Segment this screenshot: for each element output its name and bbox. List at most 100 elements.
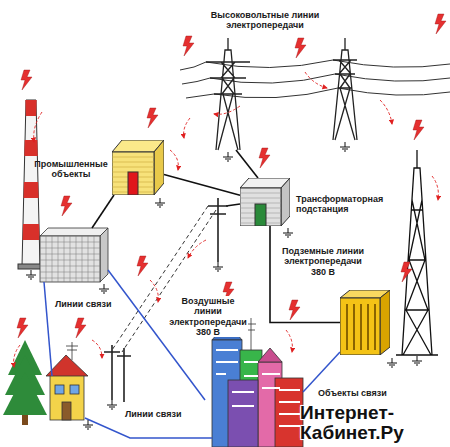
lightning-bolt xyxy=(17,14,446,338)
power-wire xyxy=(92,195,114,228)
city-buildings xyxy=(258,348,282,362)
ground-symbol xyxy=(83,420,93,429)
comm-box xyxy=(40,236,100,282)
house xyxy=(70,385,79,394)
ground-symbol xyxy=(107,400,117,409)
chimney xyxy=(23,224,40,240)
house xyxy=(55,385,64,394)
current-arrow xyxy=(34,112,42,142)
ground-symbol xyxy=(155,198,165,207)
power-wire xyxy=(236,150,258,178)
tree xyxy=(3,372,47,415)
current-arrow xyxy=(184,118,190,138)
chimney xyxy=(25,100,36,116)
lightning-bolt xyxy=(401,262,412,282)
ground-symbol xyxy=(340,142,350,151)
power-wire xyxy=(92,150,258,228)
industrial-object-art xyxy=(154,140,164,195)
lightning-bolt xyxy=(259,148,270,168)
pylon xyxy=(206,38,250,150)
comm-object-art xyxy=(380,290,390,355)
line-label: Высоковольтные линии электропередачи xyxy=(205,10,325,31)
comm-object: Объекты связи xyxy=(340,290,390,355)
house xyxy=(66,342,78,360)
lightning-bolt xyxy=(435,14,446,34)
ground-symbol xyxy=(26,270,36,279)
ground-symbol xyxy=(412,356,422,365)
current-arrow xyxy=(214,106,240,114)
city-buildings xyxy=(228,380,258,447)
lightning-bolt xyxy=(413,120,424,140)
ground-symbol xyxy=(223,152,233,161)
lightning-bolt xyxy=(289,300,300,320)
comm-object-art xyxy=(340,290,390,355)
line-label: Воздушные линии электропередачи 380 В xyxy=(168,296,248,337)
current-arrow xyxy=(170,150,178,170)
comm-box xyxy=(40,228,108,282)
pylon xyxy=(333,38,357,140)
industrial-object-art xyxy=(128,172,138,195)
comm-tower xyxy=(396,150,438,355)
industrial-object: Промышленные объекты xyxy=(112,140,164,195)
power-cable xyxy=(164,175,240,196)
power-wire xyxy=(226,204,240,206)
chimney xyxy=(24,140,37,156)
pylon xyxy=(206,38,357,150)
lightning-bolt xyxy=(21,70,32,90)
current-arrow xyxy=(432,176,438,200)
comm-line xyxy=(44,282,52,376)
current-arrow xyxy=(14,345,20,367)
comm-line xyxy=(44,270,340,438)
object-label: Трансформаторная подстанция xyxy=(296,194,390,215)
lightning-bolt xyxy=(75,318,86,338)
transformer-substation-art xyxy=(255,204,266,226)
current-arrow xyxy=(305,72,327,88)
watermark: Интернет-Кабинет.Ру xyxy=(300,403,446,443)
house xyxy=(46,342,88,420)
current-arrow xyxy=(92,340,102,358)
ground-symbol xyxy=(213,262,223,271)
lightning-bolt xyxy=(183,36,194,56)
lightning-bolt xyxy=(137,256,148,276)
house xyxy=(50,375,84,420)
utility-pole xyxy=(208,198,228,262)
line-label: Линии связи xyxy=(55,299,117,309)
utility-pole xyxy=(104,345,120,400)
lightning-bolt xyxy=(147,108,158,128)
city-buildings xyxy=(216,350,300,426)
chimney xyxy=(22,100,40,266)
lightning-bolt xyxy=(17,318,28,338)
current-arrow xyxy=(188,240,206,258)
current-arrow xyxy=(14,72,439,367)
transformer-substation: Трансформаторная подстанция xyxy=(240,178,290,226)
lightning-bolt xyxy=(295,38,306,58)
chimney xyxy=(24,182,39,198)
comm-object-art xyxy=(347,304,375,350)
transformer-substation-art xyxy=(281,178,290,226)
current-arrow xyxy=(380,100,392,124)
ground-symbol xyxy=(387,358,397,367)
transformer-substation-art xyxy=(240,178,290,226)
line-label: Линии связи xyxy=(125,409,187,419)
line-label: Подземные линии электропередачи 380 В xyxy=(278,246,368,277)
object-label: Промышленные объекты xyxy=(34,159,108,180)
current-arrow xyxy=(286,330,292,352)
tree xyxy=(3,340,47,425)
utility-pole xyxy=(117,348,131,402)
hv-wires xyxy=(180,60,450,98)
ground-symbol xyxy=(26,142,422,429)
ground-symbol xyxy=(99,284,109,293)
current-arrow xyxy=(150,280,158,302)
comm-box xyxy=(40,236,100,282)
comm-line xyxy=(85,418,212,438)
comm-line xyxy=(303,352,340,392)
comm-box xyxy=(100,228,108,282)
house xyxy=(62,402,71,420)
comm-tower xyxy=(396,150,438,355)
comm-object-art xyxy=(340,298,380,355)
lightning-bolt xyxy=(61,196,72,216)
